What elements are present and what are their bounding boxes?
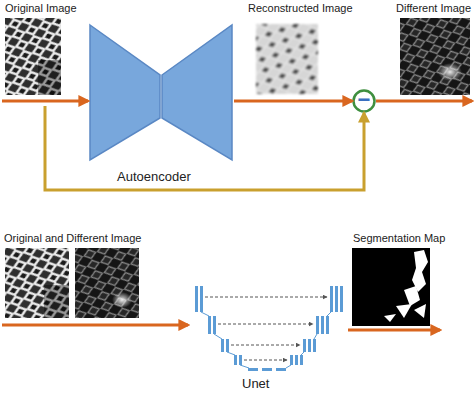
segment-region xyxy=(412,250,428,292)
flow-arrow xyxy=(234,100,352,103)
flow-arrow xyxy=(2,324,188,327)
segment-region xyxy=(396,304,412,318)
unet-layers xyxy=(195,286,343,371)
reconstructed-image xyxy=(256,24,318,94)
original-image xyxy=(5,248,69,318)
different-image xyxy=(400,18,470,95)
image-box: Segmentation Map xyxy=(350,232,440,332)
node-label: Original and Different Image xyxy=(4,232,141,245)
unet-block: Unet xyxy=(188,280,348,392)
node-label: Unet xyxy=(242,377,269,392)
bowtie-outline xyxy=(88,22,234,190)
node-label: Different Image xyxy=(396,2,471,15)
node-label: Segmentation Map xyxy=(353,232,445,245)
unet-flow xyxy=(201,312,331,368)
node-label: Autoencoder xyxy=(117,170,191,185)
node-label: Reconstructed Image xyxy=(248,2,353,15)
image-box: Original and Different Image xyxy=(2,232,144,330)
autoencoder-block: Autoencoder xyxy=(88,22,234,190)
image-box: Original Image xyxy=(2,2,72,106)
segmentation-image xyxy=(352,248,430,326)
flow-arrow xyxy=(376,100,472,103)
encoder-wing xyxy=(90,25,160,160)
image-shadow xyxy=(44,285,69,318)
skip-connections xyxy=(205,297,327,360)
image-box: Reconstructed Image xyxy=(248,2,368,96)
subtract-circle: − xyxy=(352,89,376,113)
segment-region xyxy=(404,286,420,306)
node-label: Original Image xyxy=(5,2,77,15)
segment-region xyxy=(414,304,426,318)
image-highlight xyxy=(438,63,462,81)
image-highlight xyxy=(112,292,132,308)
segment-region xyxy=(384,314,396,322)
flow-arrow xyxy=(2,100,88,103)
encoder-wing xyxy=(162,25,232,160)
different-image xyxy=(75,248,139,318)
flow-arrow xyxy=(348,329,440,332)
image-shadow xyxy=(38,60,61,95)
original-image xyxy=(5,18,61,95)
image-box: Different Image xyxy=(395,2,472,108)
operator-symbol: − xyxy=(352,89,376,111)
